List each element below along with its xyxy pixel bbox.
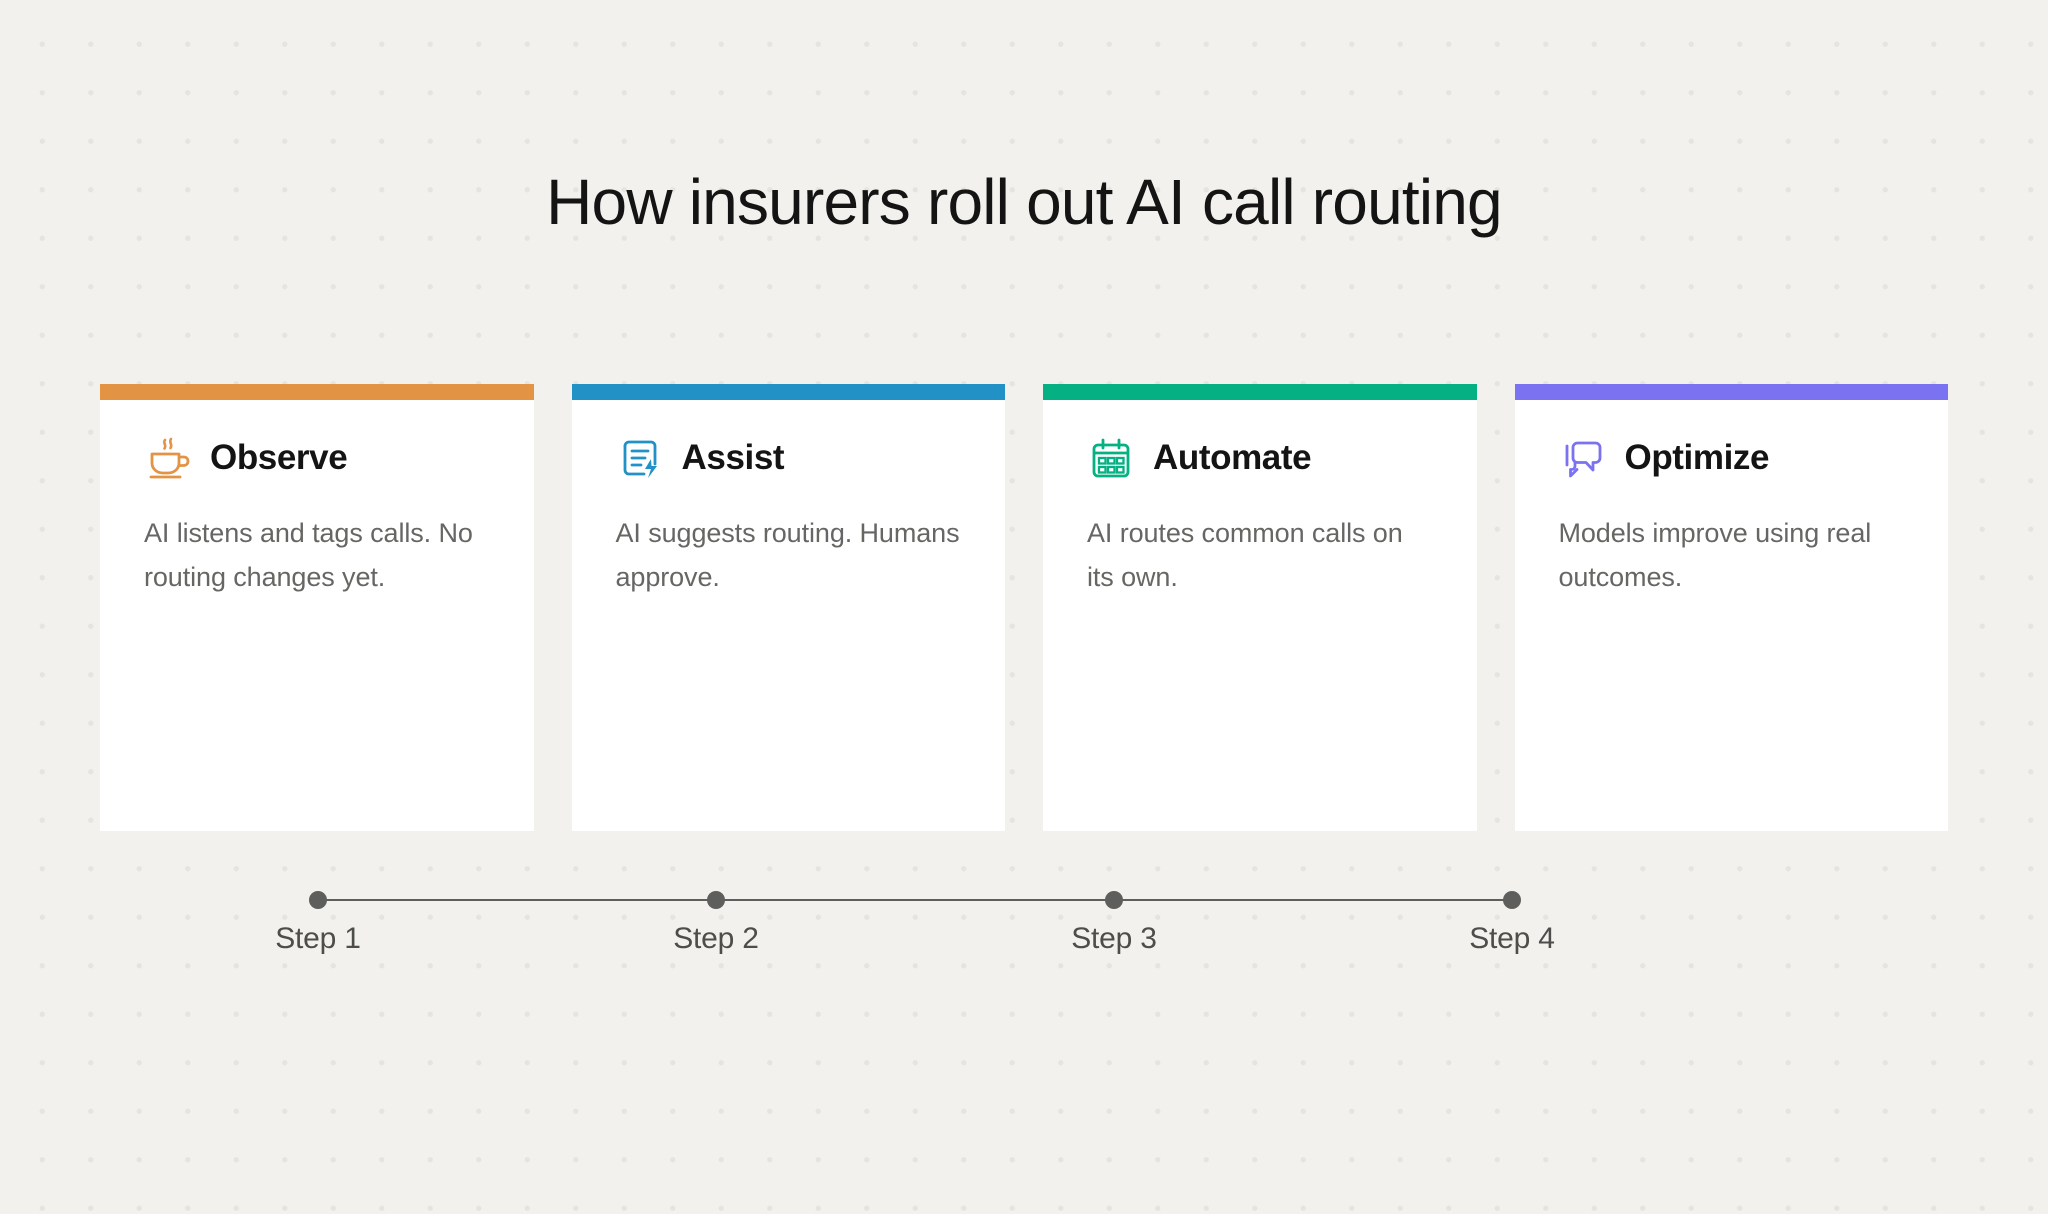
card-title: Automate (1153, 438, 1312, 477)
card-accent-bar (571, 384, 1005, 400)
stage-card-automate[interactable]: Automate AI routes common calls on its o… (1043, 384, 1477, 831)
stage-card-assist[interactable]: Assist AI suggests routing. Humans appro… (571, 384, 1006, 831)
card-body: Observe AI listens and tags calls. No ro… (100, 400, 534, 599)
timeline-track (318, 899, 1512, 901)
card-title: Optimize (1624, 438, 1770, 477)
card-body: Optimize Models improve using real outco… (1515, 400, 1949, 599)
step-timeline: Step 1 Step 2 Step 3 Step 4 (100, 860, 1948, 980)
card-title: Observe (210, 438, 348, 477)
card-header: Assist (616, 430, 962, 486)
timeline-step-label: Step 2 (673, 922, 759, 955)
timeline-dot-icon (1105, 891, 1123, 909)
document-bolt-icon (623, 440, 657, 478)
calendar-icon (1092, 438, 1130, 478)
card-description: AI listens and tags calls. No routing ch… (144, 518, 473, 592)
card-body: Assist AI suggests routing. Humans appro… (572, 400, 1006, 599)
card-header: Optimize (1559, 430, 1905, 486)
card-accent-bar (1514, 384, 1948, 400)
card-header: Observe (144, 430, 490, 486)
timeline-dot-icon (309, 891, 327, 909)
stage-card-list: Observe AI listens and tags calls. No ro… (100, 384, 1948, 831)
timeline-step-label: Step 4 (1469, 922, 1555, 955)
card-accent-bar (1043, 384, 1477, 400)
card-description: Models improve using real outcomes. (1558, 518, 1872, 592)
page-title: How insurers roll out AI call routing (546, 165, 1503, 238)
card-accent-bar (100, 384, 534, 400)
coffee-cup-icon (149, 437, 190, 479)
timeline-step-label: Step 3 (1071, 922, 1157, 955)
card-body: Automate AI routes common calls on its o… (1043, 400, 1477, 599)
timeline-dot-icon (1503, 891, 1521, 909)
card-header: Automate (1087, 430, 1433, 486)
card-description: AI suggests routing. Humans approve. (615, 518, 960, 592)
card-title: Assist (681, 438, 785, 477)
stage-card-observe[interactable]: Observe AI listens and tags calls. No ro… (100, 384, 534, 831)
chat-bubbles-icon (1565, 441, 1601, 478)
stage-card-optimize[interactable]: Optimize Models improve using real outco… (1514, 384, 1949, 831)
timeline-dot-icon (707, 891, 725, 909)
card-description: AI routes common calls on its own. (1087, 518, 1403, 592)
timeline-step-label: Step 1 (275, 922, 361, 955)
